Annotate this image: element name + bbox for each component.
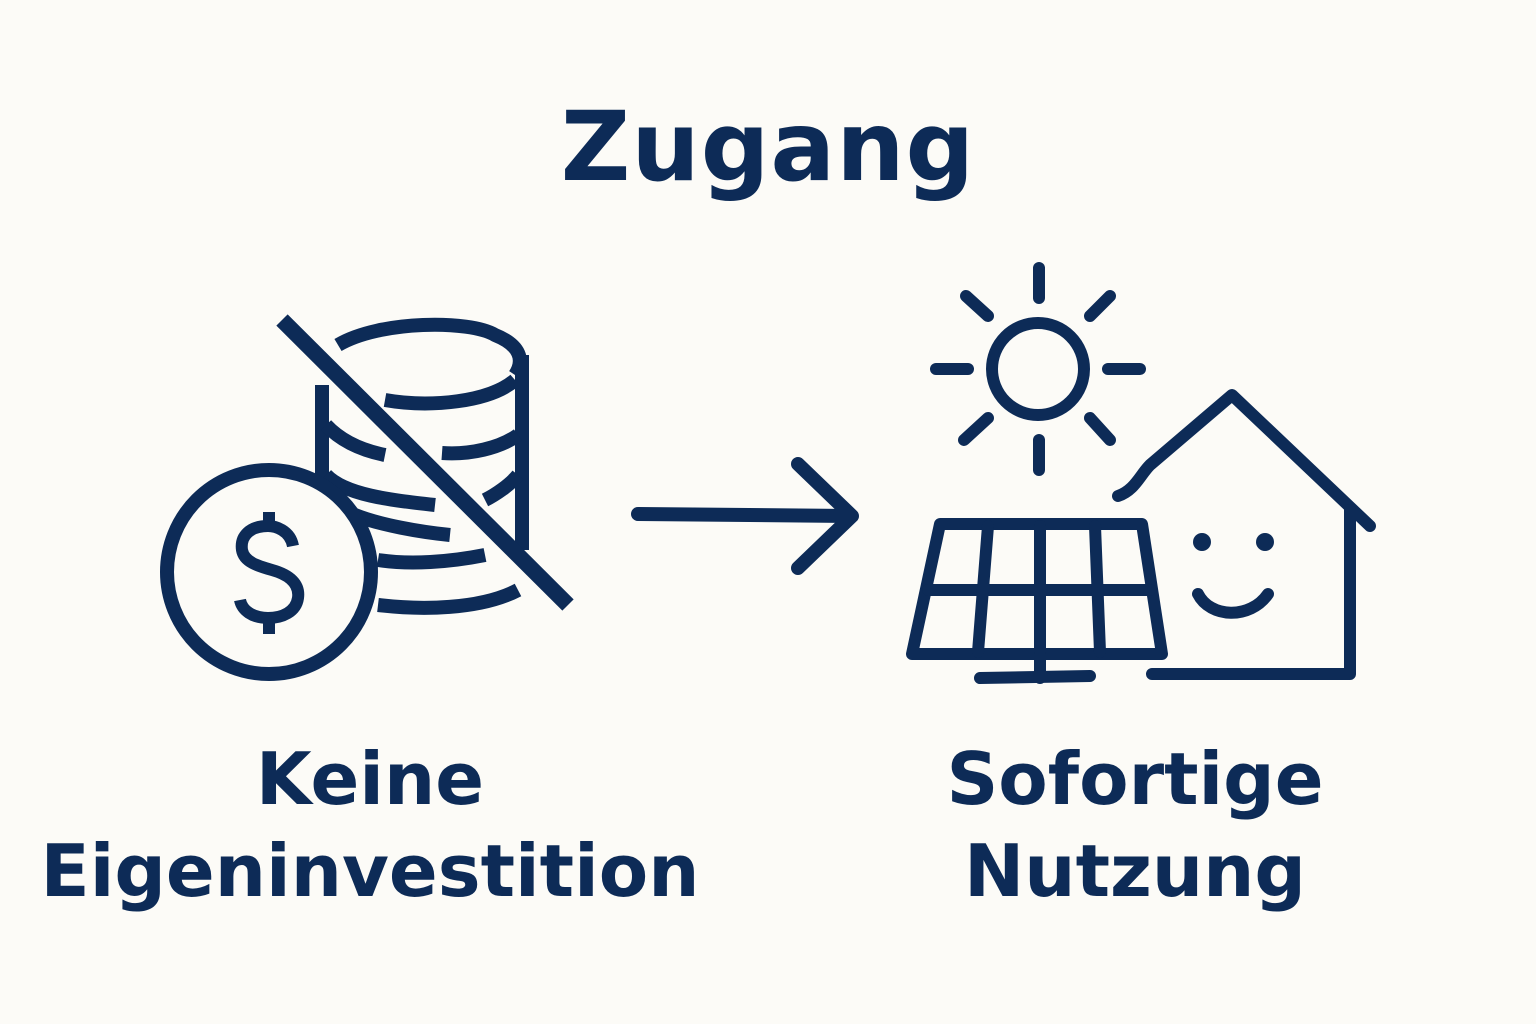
house-icon: [1112, 389, 1376, 680]
arrow-right-icon: [620, 440, 880, 590]
label-immediate-use: Sofortige Nutzung: [900, 733, 1370, 917]
label-immediate-use-line1: Sofortige: [946, 737, 1324, 821]
label-no-investment-line2: Eigeninvestition: [40, 829, 700, 913]
solar-house-icon: [900, 250, 1400, 700]
sun-icon: [930, 262, 1146, 476]
diagram-title: Zugang: [560, 91, 976, 203]
label-no-investment: Keine Eigeninvestition: [40, 733, 700, 917]
solar-panel-icon: [906, 518, 1168, 684]
no-investment-coins-icon: [150, 300, 590, 700]
label-no-investment-line1: Keine: [255, 737, 485, 821]
label-immediate-use-line2: Nutzung: [964, 829, 1306, 913]
